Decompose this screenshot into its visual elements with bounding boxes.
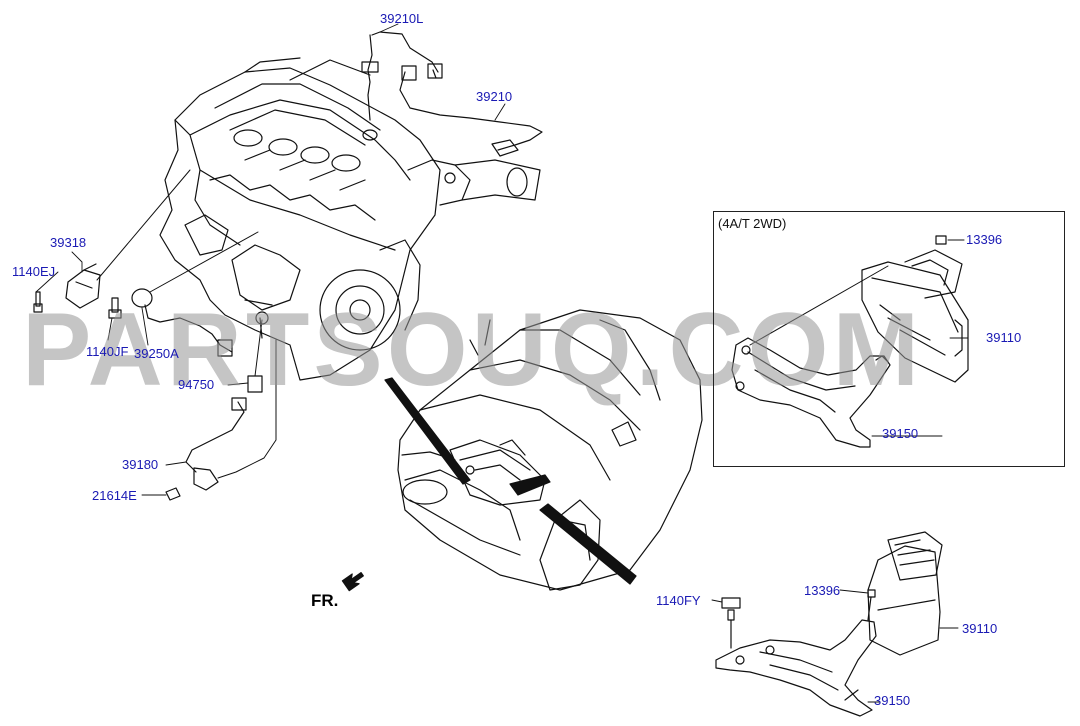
- part-label-39210L[interactable]: 39210L: [380, 11, 424, 26]
- engine-assembly: [159, 57, 541, 381]
- part-label-39110-inset[interactable]: 39110: [986, 330, 1022, 345]
- part-label-1140EJ[interactable]: 1140EJ: [12, 264, 56, 279]
- part-label-39150-inset[interactable]: 39150: [882, 426, 919, 441]
- inset-bracket: [731, 265, 891, 448]
- leader-lines: [35, 23, 969, 703]
- crank-sensor-39180[interactable]: [165, 339, 277, 501]
- pointer-band-engine: [384, 377, 471, 485]
- inset-title: (4A/T 2WD): [718, 216, 787, 231]
- oxygen-sensor-39210[interactable]: [399, 65, 543, 157]
- part-label-39250A[interactable]: 39250A: [134, 346, 179, 361]
- lower-bracket: [715, 589, 877, 717]
- part-label-39150-lower[interactable]: 39150: [874, 693, 911, 708]
- part-label-21614E[interactable]: 21614E: [92, 488, 137, 503]
- part-label-1140FY[interactable]: 1140FY: [656, 593, 701, 608]
- knock-sensor-39250A[interactable]: [108, 231, 259, 357]
- pointer-band-ecu: [539, 503, 637, 585]
- part-label-39180[interactable]: 39180: [122, 457, 159, 472]
- part-label-13396-lower[interactable]: 13396: [804, 583, 841, 598]
- part-label-39110-lower[interactable]: 39110: [962, 621, 998, 636]
- engine-harness-marker: [509, 474, 551, 496]
- fr-arrow-icon: [341, 572, 364, 592]
- part-label-94750[interactable]: 94750: [178, 377, 215, 392]
- inset-ecu-assembly: [861, 249, 969, 383]
- inset-frame: [713, 211, 1065, 467]
- oxygen-sensor-39210L[interactable]: [361, 31, 443, 121]
- part-label-13396-inset[interactable]: 13396: [966, 232, 1003, 247]
- part-label-1140JF[interactable]: 1140JF: [86, 344, 129, 359]
- lower-ecu-assembly: [867, 531, 943, 656]
- part-label-39210[interactable]: 39210: [476, 89, 513, 104]
- oil-pressure-switch-94750[interactable]: [247, 319, 263, 393]
- front-direction-label: FR.: [311, 591, 339, 610]
- inset-bolt-13396[interactable]: [935, 235, 965, 245]
- car-outline: [397, 309, 703, 591]
- cam-sensor-39318[interactable]: [33, 169, 191, 313]
- part-label-39318[interactable]: 39318: [50, 235, 87, 250]
- watermark: PARTSOUQ.COM: [22, 292, 924, 408]
